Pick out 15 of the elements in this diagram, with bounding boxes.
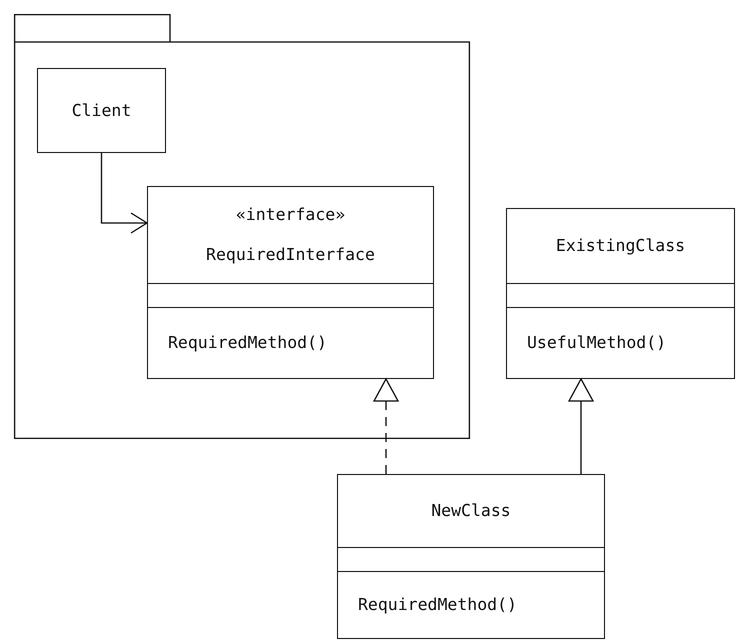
class-name: ExistingClass	[556, 236, 686, 256]
method-label: UsefulMethod()	[527, 333, 666, 353]
inheritance-arrow	[568, 378, 594, 474]
class-name: Client	[72, 100, 132, 120]
dashed-arrow	[373, 378, 399, 474]
class-name: NewClass	[431, 501, 511, 521]
class-box	[147, 186, 434, 379]
class-box	[506, 208, 735, 379]
arrow	[100, 153, 148, 234]
method-label: RequiredMethod()	[358, 595, 517, 615]
class-name: RequiredInterface	[206, 245, 375, 265]
stereotype-label: «interface»	[236, 205, 346, 225]
class-box	[37, 68, 166, 153]
method-label: RequiredMethod()	[168, 333, 327, 353]
class-box	[337, 474, 605, 639]
